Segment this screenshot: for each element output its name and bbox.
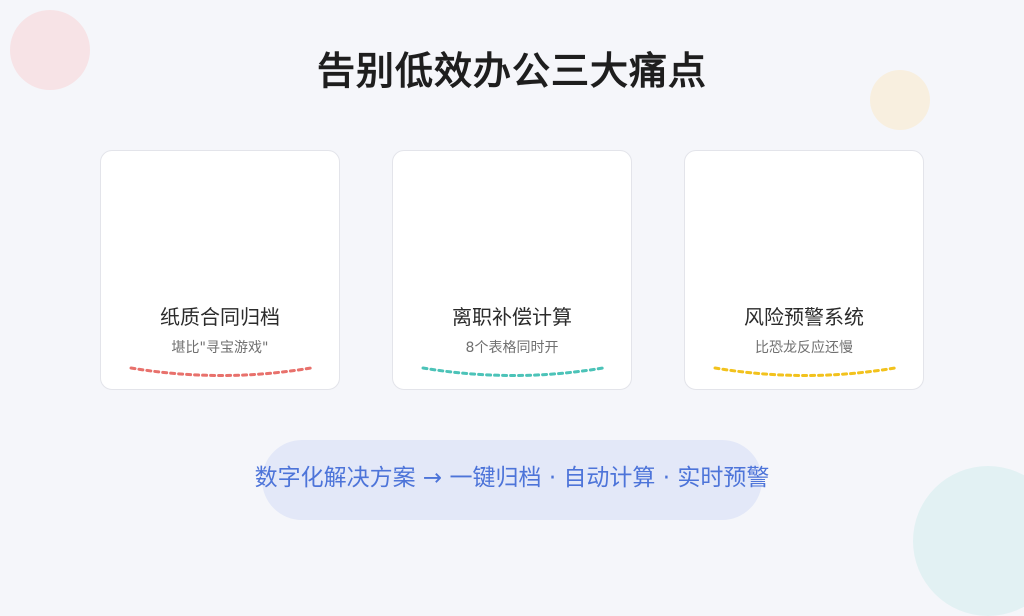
dashed-curve-yellow: [713, 366, 897, 377]
page-title: 告别低效办公三大痛点: [316, 49, 707, 93]
card-subtitle: 8个表格同时开: [465, 340, 559, 356]
pain-point-card-archive: 纸质合同归档 堪比"寻宝游戏": [100, 150, 340, 390]
decorative-circle-yellow: [870, 70, 930, 130]
dashed-curve-teal: [421, 366, 605, 377]
card-title: 纸质合同归档: [160, 305, 280, 329]
pain-point-card-risk: 风险预警系统 比恐龙反应还慢: [684, 150, 924, 390]
dashed-curve-red: [129, 366, 313, 377]
card-title: 风险预警系统: [744, 305, 864, 329]
pain-point-card-compensation: 离职补偿计算 8个表格同时开: [392, 150, 632, 390]
solution-text: 数字化解决方案 → 一键归档 · 自动计算 · 实时预警: [254, 465, 770, 491]
solution-banner: [262, 440, 762, 520]
card-title: 离职补偿计算: [452, 305, 572, 329]
decorative-circle-pink: [10, 10, 90, 90]
card-subtitle: 比恐龙反应还慢: [755, 340, 853, 356]
card-subtitle: 堪比"寻宝游戏": [171, 340, 269, 356]
